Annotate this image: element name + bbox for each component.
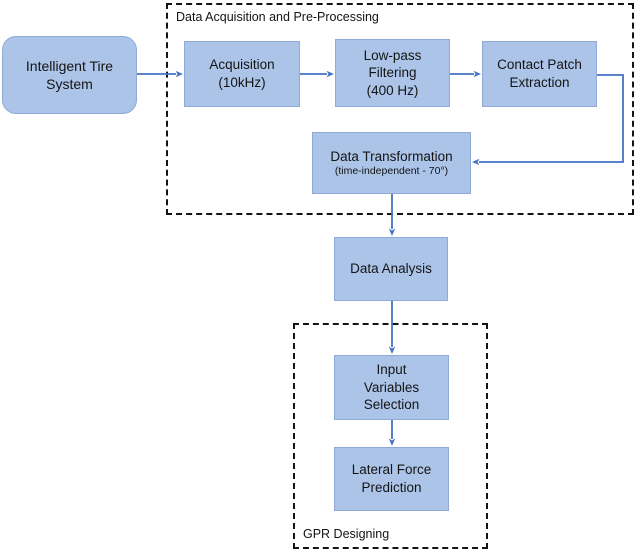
node-contact-patch-extraction-label: Contact Patch Extraction: [497, 57, 582, 90]
node-data-transformation-label: Data Transformation: [330, 148, 453, 164]
group-gpr-designing-label: GPR Designing: [303, 527, 390, 541]
node-contact-patch-extraction: Contact Patch Extraction: [482, 41, 597, 107]
node-intelligent-tire-system-label: Intelligent Tire System: [25, 57, 114, 92]
node-acquisition: Acquisition (10kHz): [184, 41, 300, 107]
node-acquisition-label: Acquisition (10kHz): [209, 57, 275, 90]
group-data-acquisition-preprocessing-label: Data Acquisition and Pre-Processing: [176, 10, 379, 24]
node-low-pass-filtering: Low-pass Filtering (400 Hz): [335, 39, 450, 107]
group-data-acquisition-preprocessing: Data Acquisition and Pre-Processing: [166, 3, 634, 215]
node-input-variables-selection-label: Input Variables Selection: [363, 362, 420, 413]
node-data-analysis-label: Data Analysis: [350, 261, 432, 277]
node-lateral-force-prediction: Lateral Force Prediction: [334, 447, 449, 511]
node-lateral-force-prediction-label: Lateral Force Prediction: [351, 462, 432, 495]
group-gpr-designing: GPR Designing: [293, 323, 488, 549]
node-intelligent-tire-system: Intelligent Tire System: [2, 36, 137, 114]
node-low-pass-filtering-label: Low-pass Filtering (400 Hz): [363, 47, 422, 98]
node-input-variables-selection: Input Variables Selection: [334, 355, 449, 420]
node-data-transformation: Data Transformation (time-independent - …: [312, 132, 471, 194]
node-data-transformation-sublabel: (time-independent - 70°): [334, 165, 449, 178]
node-data-analysis: Data Analysis: [334, 237, 448, 301]
